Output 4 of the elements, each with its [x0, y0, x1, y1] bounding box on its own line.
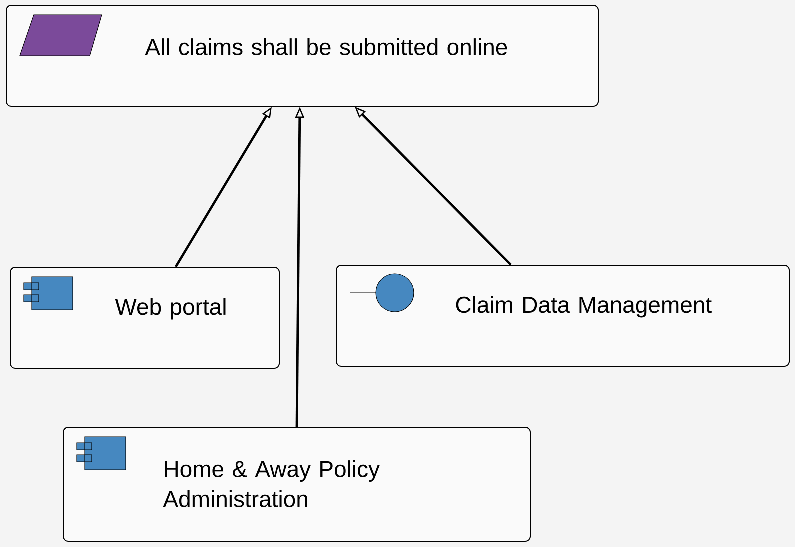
process-box: Home & Away Policy Administration	[63, 427, 531, 542]
process-box: Web portal	[10, 267, 280, 369]
process-box: All claims shall be submitted online	[6, 5, 599, 107]
process-box: Claim Data Management	[336, 265, 790, 367]
